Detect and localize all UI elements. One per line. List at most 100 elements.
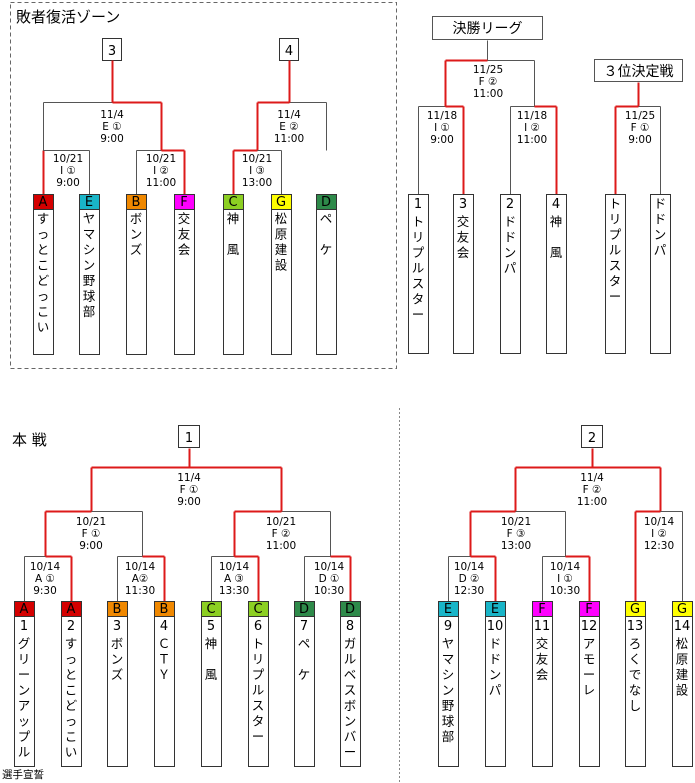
repechage-final-num-4: 4: [285, 44, 293, 59]
repechage-team-4-box: [223, 209, 244, 355]
repechage-team-0-box: [33, 209, 54, 355]
main1-team-7-name-char: ベ: [344, 667, 357, 682]
main2-match-l2-line-2: 10:30: [550, 585, 580, 597]
main1-team-1-name-char: っ: [65, 652, 78, 667]
main1-team-4-code: C: [206, 602, 215, 617]
final-league-top-match-line-1: F ②: [479, 76, 498, 88]
repechage-team-0-name-char: い: [37, 320, 50, 335]
main1-match-l2-line-0: 10/14: [125, 561, 156, 573]
final-league-left-match-line-0: 11/18: [427, 110, 457, 122]
main2-team-3-name-char: モ: [583, 652, 596, 667]
main1-team-2-name-char: ズ: [111, 667, 124, 682]
final-league-team-2-num: 2: [506, 197, 514, 212]
repechage-team-4-name-char: [227, 227, 240, 242]
third-place-team-0-name-char: プ: [609, 227, 622, 242]
main2-team-2-name: 交友会: [536, 636, 549, 682]
final-league-team-1-name-char: 会: [457, 245, 470, 260]
main1-match-r-line-0: 10/21: [266, 516, 296, 528]
main2-team-2-name-char: 会: [536, 667, 549, 682]
final-league-team-1-box: [453, 194, 474, 354]
main2-match-l-line-2: 13:00: [501, 540, 531, 552]
repechage-match-right-top-line-2: 11:00: [274, 133, 304, 145]
repechage-team-5-name-char: 松: [275, 211, 288, 226]
repechage-team-1-name-char: 球: [83, 289, 96, 304]
third-place-team-1-name-char: ン: [654, 227, 667, 242]
main1-match-l-line-1: F ①: [82, 528, 101, 540]
repechage-team-4-code: C: [228, 195, 237, 210]
main1-team-1-name-char: す: [65, 636, 78, 651]
third-place-team-1-name-char: ド: [654, 196, 667, 211]
main2-team-0-name-char: 部: [442, 729, 455, 744]
main2-match-r-line-2: 12:30: [644, 540, 674, 552]
main1-team-4-box: [201, 616, 222, 767]
final-league-top-match-line-2: 11:00: [473, 88, 503, 100]
main1-team-7-num: 8: [346, 619, 354, 634]
repechage-match-left-top-line-0: 11/4: [100, 109, 124, 121]
repechage-team-6-name: ペ ケ: [320, 211, 333, 257]
repechage-team-5-code: G: [276, 195, 286, 210]
main1-team-7-name-char: ス: [344, 683, 357, 698]
main2-team-5-box: [672, 616, 693, 767]
repechage-team-1-name-char: ン: [83, 258, 96, 273]
final-league-right-match-line-1: I ②: [524, 122, 540, 134]
main1-match-l2-line-2: 11:30: [125, 585, 155, 597]
main1-team-2-code: B: [113, 602, 122, 617]
final-league-team-0-name-char: ー: [412, 307, 425, 322]
main1-team-3-name: ＣＴＹ: [158, 636, 171, 682]
main2-match-top-line-1: F ②: [583, 484, 602, 496]
main1-team-1-name-char: っ: [65, 714, 78, 729]
main2-team-5-code: G: [677, 602, 687, 617]
third-place-team-1-name-char: ド: [654, 212, 667, 227]
third-place-title: ３位決定戦: [604, 64, 674, 80]
main1-team-2-name-char: ン: [111, 652, 124, 667]
repechage-match-c-line-2: 13:00: [242, 177, 272, 189]
final-league-left-match-line-1: I ①: [434, 122, 450, 134]
main1-team-6-code: D: [299, 602, 309, 617]
main2-team-1-name-char: ド: [489, 636, 502, 651]
main1-team-7-name-char: ル: [344, 652, 357, 667]
main1-team-0-num: 1: [20, 619, 28, 634]
repechage-match-a-line-1: I ①: [60, 165, 76, 177]
final-league-team-0-name-char: ト: [412, 214, 425, 229]
repechage-team-0-name-char: こ: [37, 304, 50, 319]
main1-team-4-name: 神 風: [205, 636, 218, 682]
main2-team-3-num: 12: [581, 619, 598, 634]
main1-team-5-name-char: ル: [252, 683, 265, 698]
final-league-team-0-num: 1: [414, 197, 422, 212]
repechage-team-0-name-char: っ: [37, 289, 50, 304]
main1-team-7-name-char: バ: [344, 729, 357, 744]
repechage-team-0-name-char: ど: [37, 273, 50, 288]
main1-team-0-name-char: グ: [18, 636, 31, 651]
repechage-team-5-name-char: 設: [275, 258, 288, 273]
main-bracket-1-box: [178, 425, 200, 448]
main2-match-l-line-0: 10/21: [501, 516, 531, 528]
repechage-match-b-line-2: 11:00: [146, 177, 176, 189]
main1-team-4-num: 5: [207, 619, 215, 634]
main1-team-6-num: 7: [300, 619, 308, 634]
main2-match-l-line-1: F ③: [507, 528, 526, 540]
main2-team-0-box: [438, 616, 459, 767]
main1-team-3-num: 4: [160, 619, 168, 634]
main2-team-2-num: 11: [534, 619, 551, 634]
repechage-team-3-code: F: [180, 195, 187, 210]
main2-team-0-num: 9: [444, 619, 452, 634]
main1-team-5-box: [248, 616, 269, 767]
footer-note: 選手宣誓: [2, 768, 44, 781]
main1-team-7-code: D: [345, 602, 355, 617]
main1-team-0-name-char: ル: [18, 745, 31, 760]
main1-team-7-name-char: ン: [344, 714, 357, 729]
main-bracket-2-box: [581, 425, 603, 448]
final-league-team-2-name-char: パ: [504, 261, 517, 276]
main1-team-0-box: [14, 616, 35, 767]
main1-match-l1-line-2: 9:30: [33, 585, 57, 597]
main2-team-1-num: 10: [487, 619, 504, 634]
main1-team-5-name-char: リ: [252, 652, 265, 667]
main1-team-5-name-char: ス: [252, 698, 265, 713]
repechage-team-5-box: [271, 209, 292, 355]
